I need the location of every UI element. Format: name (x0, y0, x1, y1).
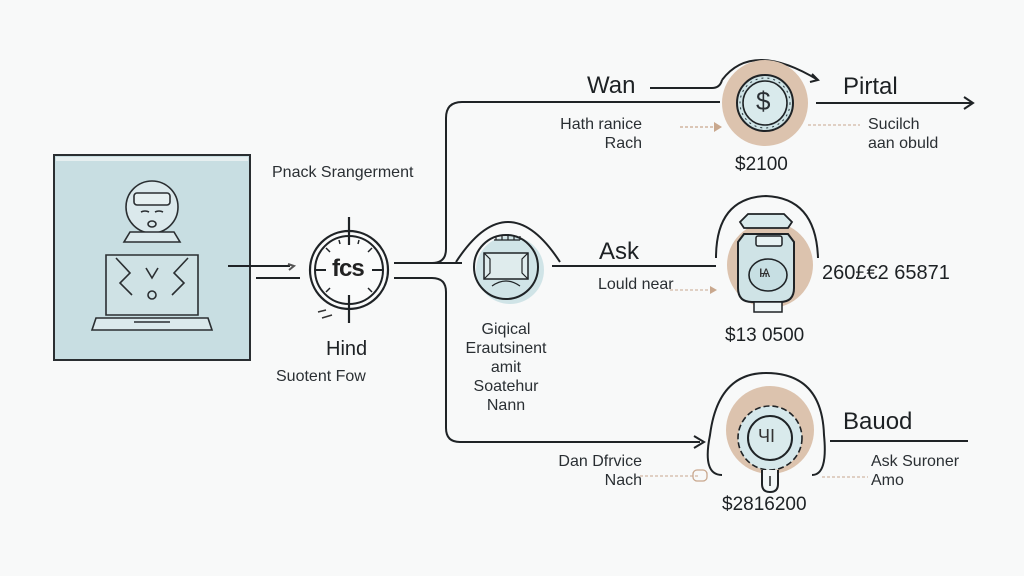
branch-bottom-sub-right-2: Amo (871, 472, 904, 489)
person-laptop-icon (90, 180, 214, 331)
caption-line: Soatehur (473, 378, 539, 395)
caption-line: amit (490, 359, 522, 376)
branch-top-title-right: Pirtal (843, 73, 898, 100)
gear-glyph: ЧІ (758, 426, 775, 446)
small-arrow-icon (287, 263, 297, 271)
gear-badge-icon (706, 371, 826, 494)
branch-connectors (394, 59, 975, 449)
branch-bottom-sub-left-2: Nach (604, 472, 642, 489)
branch-bottom-sub-left-1: Dan Dfrvice (558, 453, 642, 470)
branch-middle-amount: $13 0500 (725, 325, 805, 346)
branch-top-sub-left-1: Hath ranice (560, 116, 642, 133)
clock-icon (308, 217, 390, 323)
hub-bottom-label: Hind (326, 338, 368, 360)
branch-middle-value-right: 260£€2 65871 (822, 262, 950, 284)
branch-top-sub-right-1: Sucilch (868, 116, 920, 133)
caption-line: Erautsinent (465, 340, 547, 357)
branch-middle-title-left: Ask (599, 238, 640, 265)
motion-mark-icon (317, 309, 333, 319)
hub-top-label: Pnack Srangerment (272, 164, 414, 181)
caption-line: Giqical (481, 321, 531, 338)
middle-node-caption: Giqical Erautsinent amit Soatehur Nann (448, 320, 564, 415)
caption-line: Nann (486, 397, 526, 414)
jar-icon (715, 194, 819, 313)
jar-glyph: ѩ (759, 264, 771, 281)
hub-bottom-sublabel: Suotent Fow (276, 368, 366, 385)
branch-bottom-sub-right-1: Ask Suroner (871, 453, 960, 470)
branch-top-sub-left-2: Rach (604, 135, 642, 152)
branch-middle-sub-left-1: Lould near (598, 276, 674, 293)
coin-glyph: $ (756, 86, 771, 116)
hub-glyph: fcs (332, 255, 365, 282)
branch-top-amount: $2100 (735, 154, 788, 175)
building-icon (455, 221, 561, 304)
branch-bottom-title-right: Bauod (843, 408, 913, 435)
dollar-coin-icon (722, 60, 808, 146)
branch-bottom-amount: $2816200 (722, 494, 807, 515)
branch-top-sub-right-2: aan obuld (868, 135, 939, 152)
branch-top-title-left: Wan (587, 72, 636, 99)
